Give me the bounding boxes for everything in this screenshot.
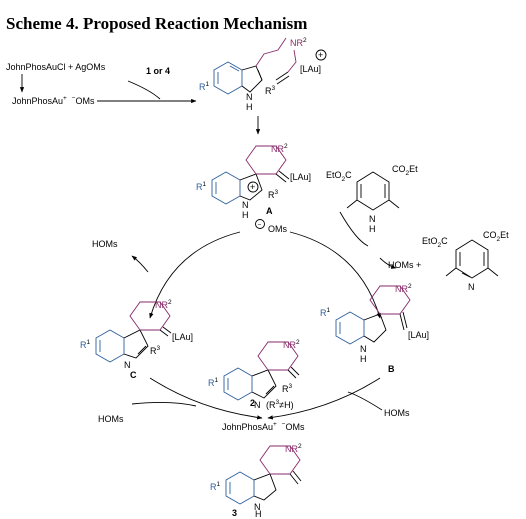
svg-text:NR2: NR2 [285,443,302,454]
homs-right-arrow [379,257,397,269]
svg-text:H: H [360,354,367,364]
svg-text:CO2Et: CO2Et [392,164,418,177]
cycle-arrow-right [289,231,381,319]
svg-text:−: − [258,222,262,229]
svg-text:N: N [246,92,253,102]
cycle-arrow-left [149,231,241,319]
substrate-condition: 1 or 4 [146,66,170,76]
gold-alkyne-complex: N H R1 R3 NR2 [LAu] + [199,37,327,112]
svg-text:R1: R1 [80,339,91,350]
svg-text:N: N [360,344,367,354]
homs-right: HOMs + [388,260,421,270]
svg-text:[LAu]: [LAu] [408,330,429,340]
label-2-note: (R3≠H) [266,399,294,410]
cycle-arrow-bottom-left [149,377,263,420]
cycle-arrow-bottom-right [267,377,381,420]
svg-text:NR2: NR2 [395,283,412,294]
svg-text:H: H [369,224,376,234]
svg-text:H: H [246,102,253,112]
hantzsch-in-arrow [339,211,369,247]
svg-text:N: N [124,360,131,370]
svg-text:H: H [255,509,262,519]
svg-text:R1: R1 [210,481,221,492]
homs-bottom-right: HOMs [384,408,410,418]
svg-text:N: N [369,214,376,224]
svg-text:OMs: OMs [268,224,287,234]
svg-text:R3: R3 [150,345,161,356]
svg-text:H: H [242,210,249,220]
svg-text:R3: R3 [268,189,279,200]
svg-text:NR2: NR2 [155,299,172,310]
svg-text:R3: R3 [265,85,276,96]
svg-text:R1: R1 [320,307,331,318]
svg-text:R3: R3 [282,383,293,394]
svg-text:+: + [318,50,323,60]
svg-text:N: N [254,502,261,512]
spiroindolenine-2: R1 N R3 NR2 2 (R3≠H) [208,339,300,410]
svg-text:N: N [242,200,249,210]
svg-text:NR2: NR2 [290,37,307,48]
svg-text:[LAu]: [LAu] [300,64,321,74]
homs-left: HOMs [92,239,118,249]
product-3: R1 N H NR2 3 [210,443,302,519]
homs-bottom-left: HOMs [98,414,124,424]
active-catalyst: JohnPhosAu+ −OMs [12,95,95,106]
intermediate-A: + R1 N H R3 NR2 [LAu] A − OMs [196,143,311,234]
svg-text:EtO2C: EtO2C [422,236,448,249]
svg-text:NR2: NR2 [283,339,300,350]
label-C: C [130,370,137,380]
pyridine-byproduct: EtO2C CO2Et N [422,230,509,292]
scheme-title: Scheme 4. Proposed Reaction Mechanism [6,14,307,33]
label-3: 3 [232,508,237,518]
substrate-curved-arrow [127,80,161,100]
homs-bottom-right-arrow [347,391,383,411]
intermediate-B: R1 N H NR2 [LAu] B [320,283,429,374]
homs-bottom-left-arrow [131,401,197,407]
svg-text:CO2Et: CO2Et [483,230,509,243]
svg-text:[LAu]: [LAu] [172,332,193,342]
svg-text:N: N [254,400,261,410]
svg-text:R1: R1 [196,181,207,192]
svg-text:R1: R1 [208,377,219,388]
regenerated-catalyst: JohnPhosAu+ −OMs [222,421,305,432]
label-A: A [266,206,273,216]
intermediate-C: R1 N R3 NR2 [LAu] C [80,299,193,380]
label-B: B [388,364,395,374]
svg-text:NR2: NR2 [271,143,288,154]
svg-text:N: N [468,282,475,292]
hantzsch-ester: EtO2C CO2Et N H [326,164,418,234]
label-2: 2 [250,398,255,408]
precatalyst-reagents: JohnPhosAuCl + AgOMs [6,62,106,72]
svg-text:[LAu]: [LAu] [290,172,311,182]
svg-text:R1: R1 [199,81,210,92]
homs-left-arrow [131,255,149,273]
svg-text:+: + [250,182,255,192]
svg-text:EtO2C: EtO2C [326,170,352,183]
